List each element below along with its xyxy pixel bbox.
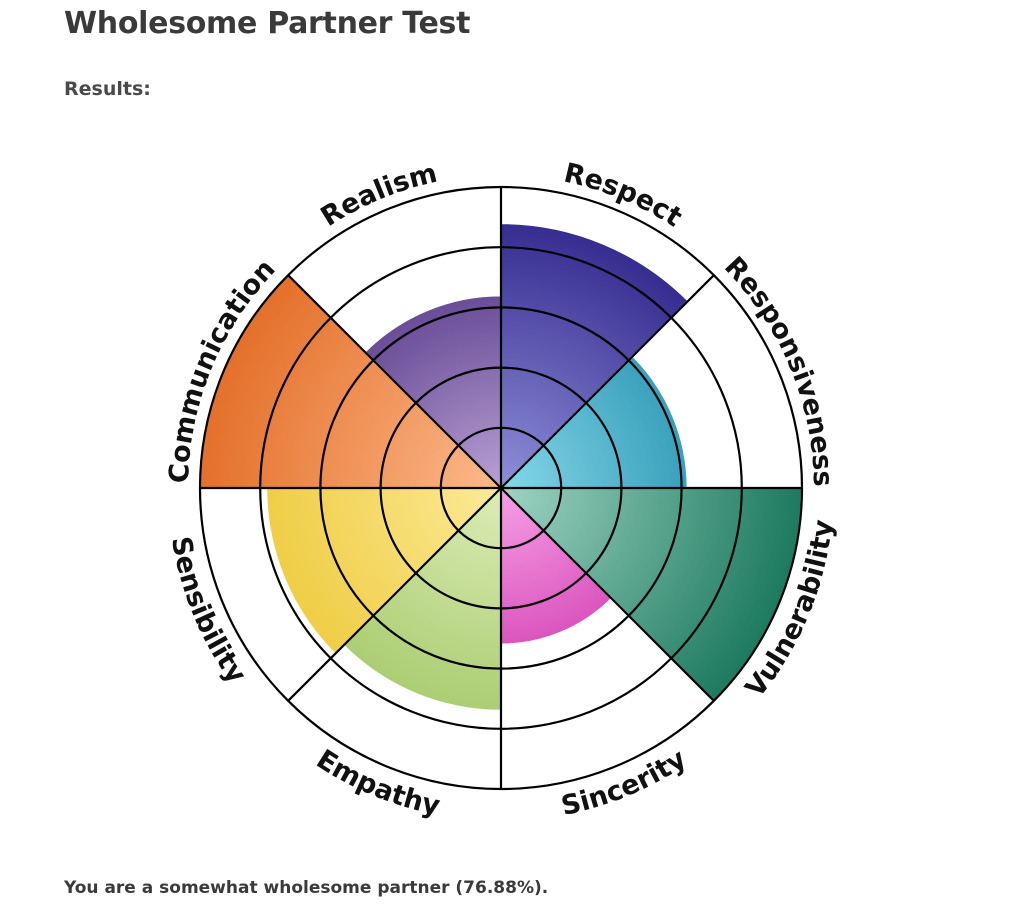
spoke-2 bbox=[500, 274, 715, 489]
spoke-6 bbox=[287, 487, 502, 702]
page-title: Wholesome Partner Test bbox=[64, 6, 471, 41]
wedge-realism bbox=[363, 294, 502, 491]
wedge-responsiveness bbox=[498, 354, 689, 489]
wedge-empathy bbox=[342, 485, 502, 712]
wheel-grid bbox=[198, 185, 804, 791]
label-respect: Respect bbox=[561, 158, 687, 234]
result-summary: You are a somewhat wholesome partner (76… bbox=[64, 878, 549, 898]
results-label: Results: bbox=[64, 78, 151, 100]
label-sincerity: Sincerity bbox=[558, 743, 692, 822]
label-empathy: Empathy bbox=[311, 744, 443, 822]
spoke-8 bbox=[287, 274, 502, 489]
label-realism: Realism bbox=[316, 158, 441, 233]
spoke-4 bbox=[500, 487, 715, 702]
wedge-respect bbox=[500, 222, 690, 491]
